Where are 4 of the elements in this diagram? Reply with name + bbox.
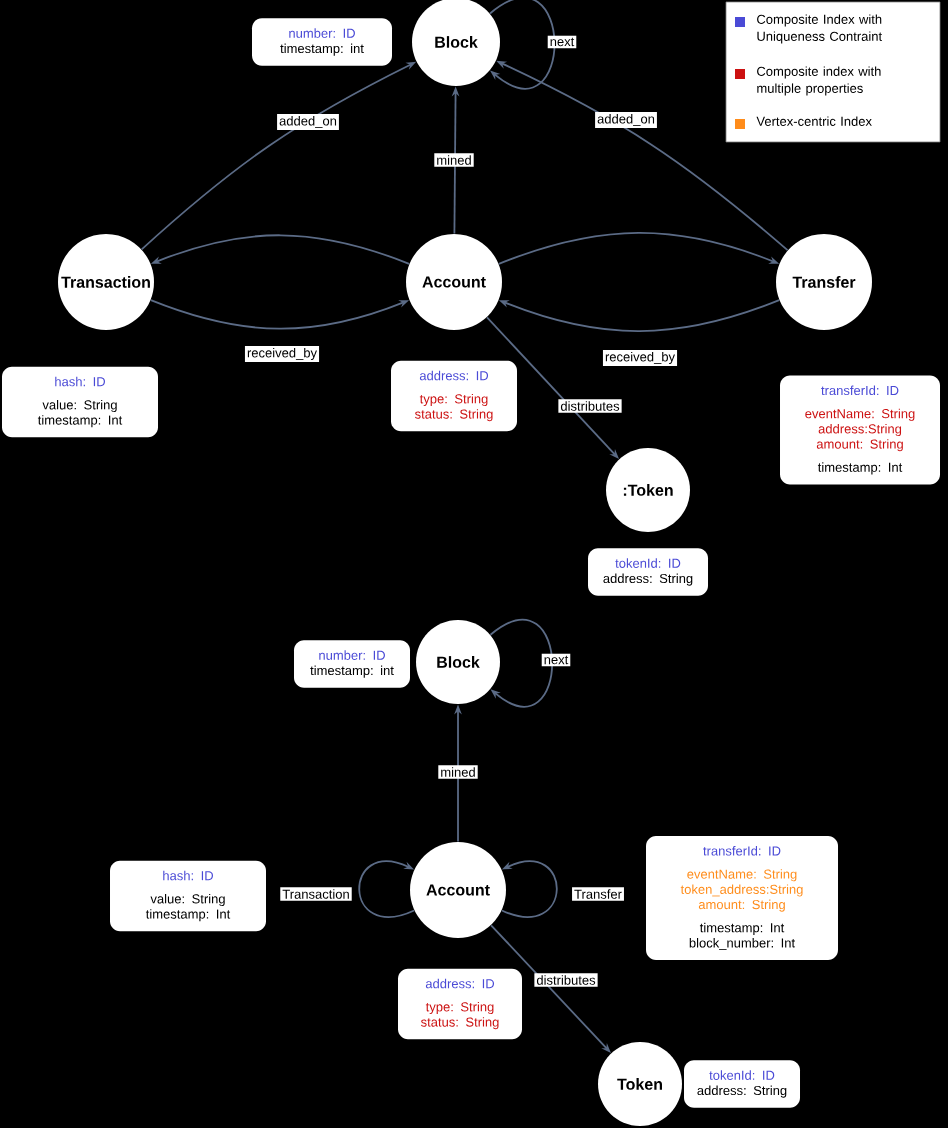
arrow <box>358 860 416 918</box>
arrow <box>500 860 558 918</box>
arrow <box>489 0 556 90</box>
arrow <box>489 618 554 708</box>
